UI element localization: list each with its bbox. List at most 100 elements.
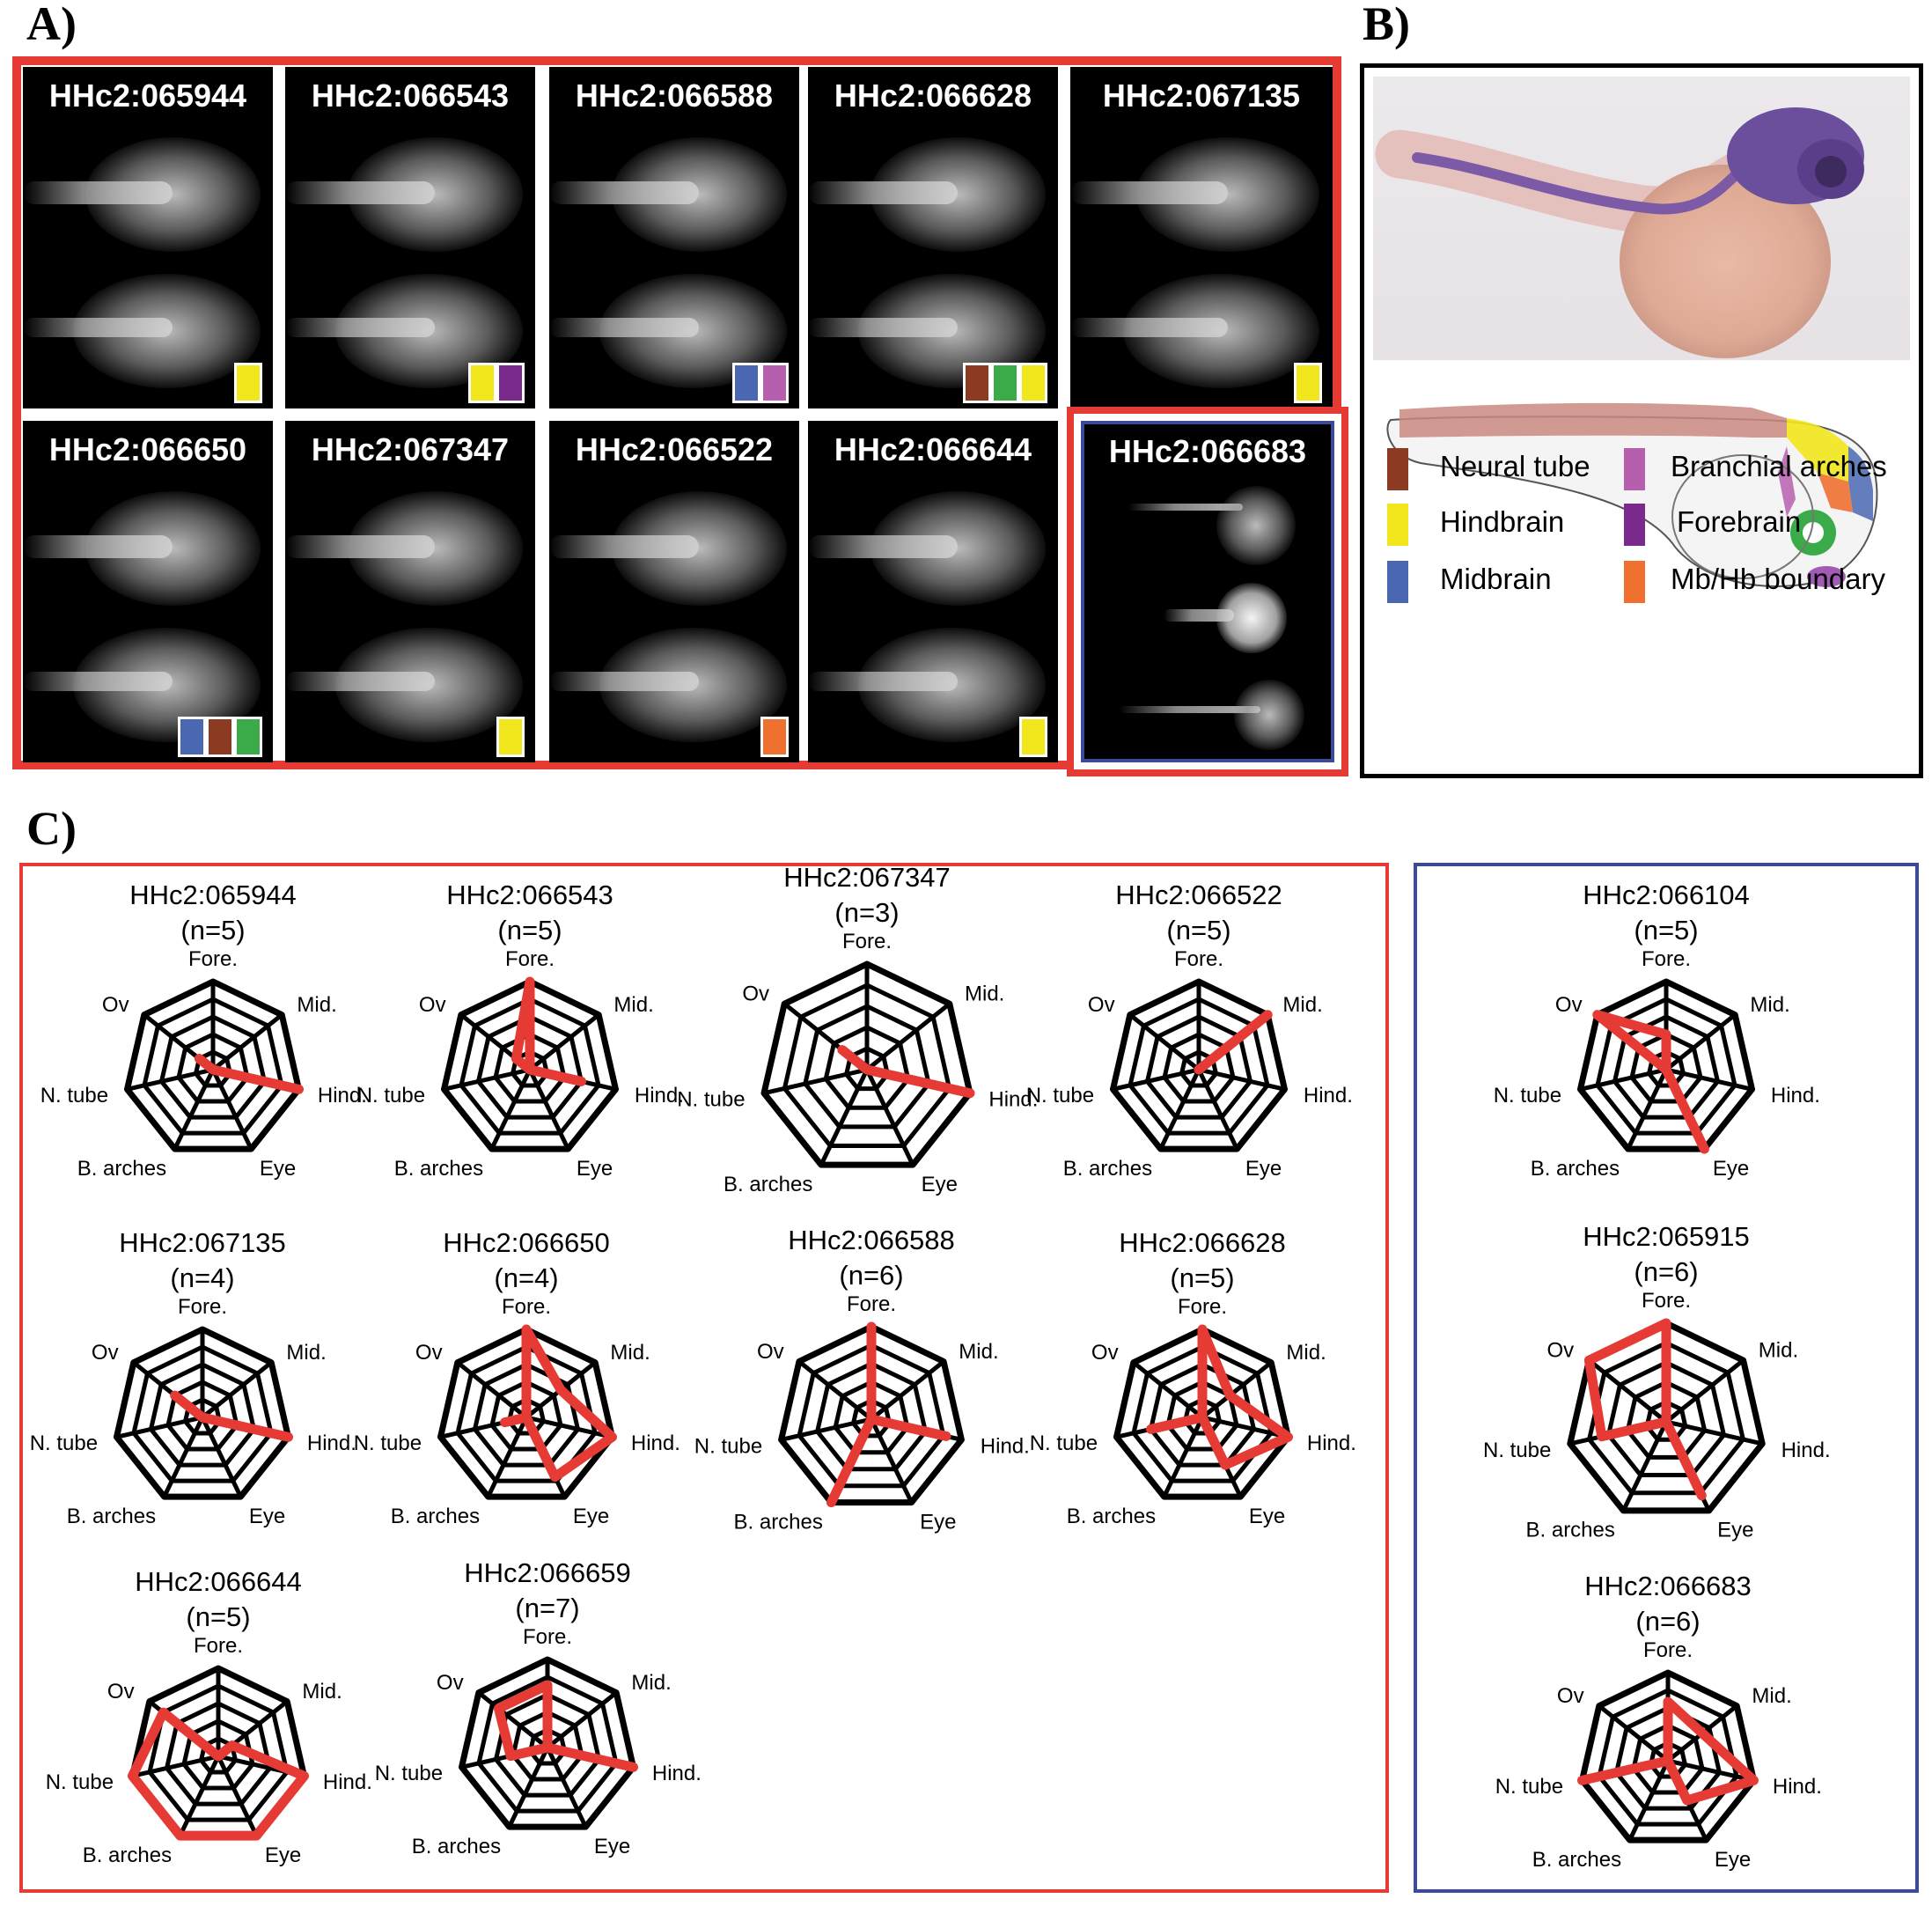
radar-ring — [1649, 1740, 1687, 1779]
radar-ring — [1644, 1400, 1688, 1442]
legend-swatch — [1387, 448, 1408, 490]
radar-sample-size: (n=6) — [1634, 1256, 1699, 1287]
embryo-image — [285, 318, 436, 337]
radar-axis-label: N. tube — [1494, 1084, 1561, 1108]
embryo-image — [1120, 706, 1260, 713]
radar-axis-label: Fore. — [1178, 1295, 1227, 1319]
radar-spoke — [763, 1067, 868, 1096]
radar-spoke — [1128, 1012, 1201, 1071]
radar-spoke — [870, 1359, 945, 1421]
radar-axis-label: Mid. — [1750, 993, 1789, 1017]
radar-series-line — [128, 1707, 309, 1841]
radar-axis-label: Hind. — [1781, 1439, 1831, 1462]
embryo-image — [23, 535, 173, 558]
radar-title: HHc2:067347 — [783, 862, 951, 893]
expression-tile: HHc2:066644 — [808, 421, 1058, 762]
radar-axis-label: Eye — [249, 1505, 285, 1528]
radar-ring — [1577, 978, 1755, 1152]
embryo-image — [1070, 181, 1228, 204]
embryo-image — [549, 181, 700, 204]
radar-sample-size: (n=7) — [515, 1593, 580, 1623]
region-swatch — [1019, 717, 1047, 757]
legend-label: Midbrain — [1440, 563, 1552, 595]
radar-axis-label: Ov — [1557, 1684, 1584, 1708]
radar-spoke — [525, 1415, 613, 1439]
radar-ring — [459, 997, 601, 1136]
radar-ring — [1183, 1397, 1222, 1436]
radar-axis-label: Eye — [1249, 1505, 1285, 1528]
radar-ring — [507, 1397, 546, 1436]
radar-axis-label: Hind. — [1307, 1431, 1356, 1455]
radar-axis-label: Eye — [922, 1173, 958, 1196]
radar-axis-label: Mid. — [297, 993, 336, 1017]
radar-ring — [833, 1380, 910, 1455]
radar-spoke — [201, 1360, 273, 1419]
radar-ring — [782, 982, 952, 1148]
radar-spoke — [507, 1746, 550, 1829]
legend-label: Branchial arches — [1671, 450, 1887, 482]
radar-axis-label: Mid. — [631, 1671, 671, 1695]
radar-ring — [131, 1344, 274, 1483]
radar-ring — [1625, 1380, 1708, 1460]
radar-title: HHc2:066543 — [446, 879, 613, 910]
radar-spoke — [1665, 1419, 1763, 1446]
legend-label: Hindbrain — [1440, 505, 1565, 538]
radar-ring — [459, 1656, 636, 1830]
embryo-image — [808, 672, 959, 691]
embryo-image — [1234, 680, 1304, 750]
radar-axis-label: Mid. — [1759, 1339, 1798, 1363]
embryo-image — [285, 181, 436, 204]
radar-spoke — [211, 1012, 283, 1071]
radar-ring — [1131, 1344, 1274, 1483]
radar-spoke — [1587, 1358, 1668, 1424]
radar-spoke — [864, 1068, 915, 1166]
tile-label: HHc2:067135 — [1102, 77, 1301, 114]
radar-spoke — [115, 1415, 203, 1439]
region-swatch — [1294, 363, 1322, 403]
radar-ring — [1587, 1340, 1745, 1496]
radar-axis-label: Fore. — [523, 1625, 572, 1649]
radar-axis-label: N. tube — [1026, 1084, 1094, 1108]
legend-swatch — [1387, 504, 1408, 546]
radar-spoke — [131, 1754, 219, 1778]
legend-swatch — [1624, 448, 1645, 490]
radar-axis-label: B. arches — [724, 1173, 812, 1196]
radar-spoke — [126, 1067, 214, 1092]
embryo-image — [23, 181, 173, 204]
radar-spoke — [162, 1416, 205, 1498]
negative-tile-label: HHc2:066683 — [1108, 433, 1307, 469]
radar-ring — [441, 978, 619, 1152]
radar-series-line — [1577, 1696, 1759, 1806]
stained-embryo-photo — [1373, 77, 1910, 360]
radar-spoke — [546, 1690, 618, 1749]
region-swatch — [234, 363, 262, 403]
embryo-image — [549, 318, 700, 337]
radar-spoke — [210, 1068, 253, 1151]
radar-axis-label: Hind. — [635, 1084, 684, 1108]
tile-label: HHc2:066522 — [575, 431, 774, 467]
radar-ring — [760, 960, 973, 1168]
embryo-image — [808, 181, 959, 204]
embryo-image — [808, 535, 959, 558]
tile-label: HHc2:066644 — [834, 431, 1032, 467]
radar-spoke — [1627, 1759, 1671, 1842]
radar-spoke — [869, 1417, 914, 1504]
radar-series-line — [170, 1390, 293, 1442]
radar-axis-label: Eye — [920, 1510, 956, 1534]
radar-ring — [1128, 997, 1270, 1136]
radar-axis-label: Fore. — [1174, 947, 1223, 971]
radar-axis-label: N. tube — [375, 1762, 443, 1785]
radar-axis-label: Ov — [415, 1341, 443, 1365]
radar-axis-label: Hind. — [323, 1770, 372, 1794]
radar-axis-label: Mid. — [1752, 1684, 1791, 1708]
embryo-image — [549, 535, 700, 558]
radar-ring — [437, 1326, 615, 1500]
radar-title: HHc2:066104 — [1583, 879, 1750, 910]
radar-axis-label: Fore. — [847, 1292, 896, 1316]
radar-series-line — [511, 976, 586, 1086]
radar-axis-label: Fore. — [1642, 1289, 1691, 1313]
